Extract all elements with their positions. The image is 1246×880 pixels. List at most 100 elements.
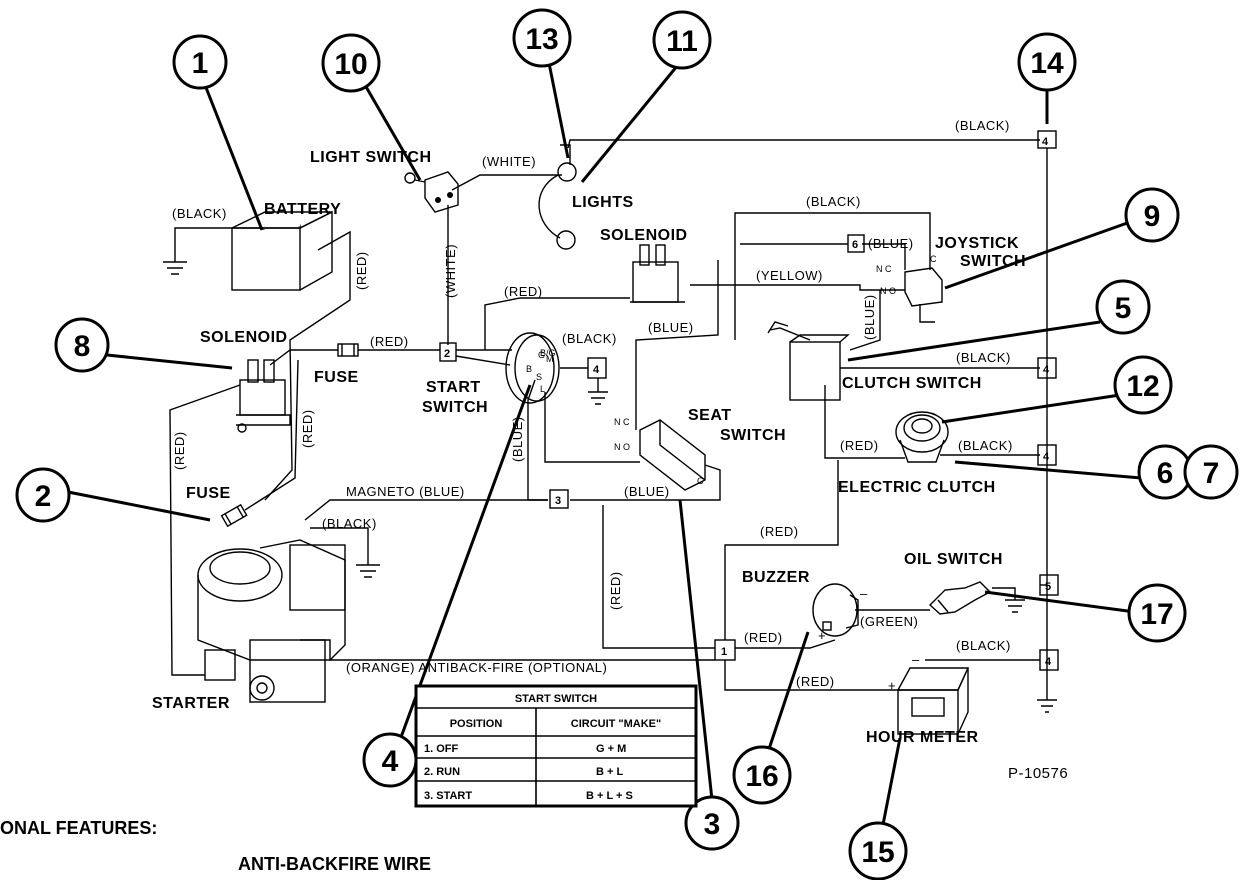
svg-text:C: C bbox=[930, 254, 937, 264]
start-switch-label-line2: SWITCH bbox=[422, 399, 488, 416]
oil-switch-label: OIL SWITCH bbox=[904, 551, 1003, 568]
table-row-3-position: 3. START bbox=[424, 790, 472, 802]
table-header-position: POSITION bbox=[450, 718, 503, 730]
svg-text:2: 2 bbox=[444, 348, 450, 360]
start-switch-shape: G M B S L bbox=[505, 332, 560, 404]
svg-text:G: G bbox=[538, 350, 545, 360]
wire-label-black-electric: (BLACK) bbox=[958, 438, 1013, 453]
svg-text:1: 1 bbox=[192, 47, 209, 80]
callout-15: 15 bbox=[848, 821, 908, 880]
svg-text:4: 4 bbox=[1045, 656, 1052, 668]
joystick-label-line1: JOYSTICK bbox=[935, 235, 1019, 252]
svg-text:12: 12 bbox=[1126, 370, 1159, 403]
wire-label-black-joystick: (BLACK) bbox=[806, 194, 861, 209]
table-row-1-circuit: G + M bbox=[596, 743, 626, 755]
callout-7: 7 bbox=[1183, 444, 1239, 500]
minus-sign-meter: – bbox=[912, 652, 920, 667]
wire-label-black-engine: (BLACK) bbox=[322, 516, 377, 531]
wire-label-blue-solenoid: (BLUE) bbox=[648, 320, 694, 335]
top-solenoid-label: SOLENOID bbox=[600, 227, 688, 244]
wire-label-red-top: (RED) bbox=[504, 284, 543, 299]
top-solenoid-shape bbox=[630, 244, 685, 303]
svg-text:4: 4 bbox=[1043, 364, 1050, 376]
bottom-fuse-shape bbox=[220, 503, 248, 528]
svg-text:4: 4 bbox=[382, 745, 399, 778]
svg-text:13: 13 bbox=[525, 23, 558, 56]
wire-label-red-clutch: (RED) bbox=[840, 438, 879, 453]
svg-text:2: 2 bbox=[35, 480, 52, 513]
left-solenoid-shape bbox=[236, 359, 291, 433]
svg-text:7: 7 bbox=[1203, 457, 1220, 490]
svg-text:N C: N C bbox=[876, 264, 892, 274]
plus-sign-meter: + bbox=[888, 678, 896, 693]
callout-4: 4 bbox=[362, 732, 418, 788]
wire-label-black-top: (BLACK) bbox=[955, 118, 1010, 133]
terminal-6: 6 bbox=[847, 234, 865, 253]
svg-text:6: 6 bbox=[1157, 457, 1174, 490]
wire-label-white-horizontal: (WHITE) bbox=[482, 154, 536, 169]
table-row-2-position: 2. RUN bbox=[424, 766, 460, 778]
wire-label-black-meter: (BLACK) bbox=[956, 638, 1011, 653]
seat-switch-label-line2: SWITCH bbox=[720, 427, 786, 444]
top-fuse-label: FUSE bbox=[314, 369, 359, 386]
svg-text:S: S bbox=[536, 372, 542, 382]
svg-text:N O: N O bbox=[880, 286, 896, 296]
terminal-3: 3 bbox=[549, 489, 569, 509]
callout-leaders bbox=[67, 57, 1166, 841]
svg-text:8: 8 bbox=[74, 330, 91, 363]
wire-label-black-clutch: (BLACK) bbox=[956, 350, 1011, 365]
footer-line-1: ONAL FEATURES: bbox=[0, 818, 157, 838]
terminal-1: 1 bbox=[714, 639, 736, 661]
terminal-5: 5 bbox=[1039, 574, 1059, 596]
hour-meter-label: HOUR METER bbox=[866, 729, 979, 746]
terminal-4-top: 4 bbox=[1037, 130, 1057, 149]
top-fuse-shape bbox=[337, 343, 359, 357]
starter-label: STARTER bbox=[152, 695, 230, 712]
svg-text:5: 5 bbox=[1115, 292, 1132, 325]
wire-label-red-buzzer: (RED) bbox=[744, 630, 783, 645]
seat-switch-shape: N C N O C bbox=[614, 417, 706, 491]
engine-shape bbox=[197, 539, 346, 703]
wire-label-red-solenoid-left: (RED) bbox=[300, 409, 315, 448]
callout-2: 2 bbox=[15, 467, 71, 523]
svg-text:4: 4 bbox=[1042, 136, 1049, 148]
terminal-2: 2 bbox=[439, 342, 457, 362]
terminal-4-meter: 4 bbox=[1039, 649, 1059, 671]
svg-text:N C: N C bbox=[614, 417, 630, 427]
wire-label-red-clutch-down: (RED) bbox=[760, 524, 799, 539]
svg-text:M: M bbox=[546, 354, 554, 364]
svg-text:14: 14 bbox=[1030, 47, 1064, 80]
wire-label-magneto: MAGNETO (BLUE) bbox=[346, 484, 465, 499]
table-header-circuit: CIRCUIT "MAKE" bbox=[571, 718, 661, 730]
plus-sign-buzzer: + bbox=[818, 628, 826, 643]
svg-text:-: - bbox=[262, 224, 265, 234]
hour-meter-shape bbox=[896, 667, 970, 735]
svg-text:B: B bbox=[526, 364, 532, 374]
svg-text:3: 3 bbox=[704, 808, 721, 841]
lights-shape bbox=[538, 144, 577, 250]
callout-13: 13 bbox=[512, 8, 572, 68]
wire-label-blue-vertical-clutch: (BLUE) bbox=[862, 294, 877, 340]
bottom-fuse-label: FUSE bbox=[186, 485, 231, 502]
figure-id: P-10576 bbox=[1008, 765, 1068, 782]
clutch-switch-label: CLUTCH SWITCH bbox=[842, 375, 982, 392]
svg-text:11: 11 bbox=[666, 25, 698, 58]
svg-text:6: 6 bbox=[852, 239, 858, 251]
table-title: START SWITCH bbox=[515, 693, 597, 705]
wire-label-blue-6: (BLUE) bbox=[868, 236, 914, 251]
wire-label-red-vertical-center: (RED) bbox=[608, 571, 623, 610]
svg-text:16: 16 bbox=[745, 760, 778, 793]
lights-label: LIGHTS bbox=[572, 194, 634, 211]
footer-line-2: ANTI-BACKFIRE WIRE bbox=[238, 854, 431, 874]
wire-label-red-battery: (RED) bbox=[354, 251, 369, 290]
callout-10: 10 bbox=[321, 33, 381, 93]
light-switch-label: LIGHT SWITCH bbox=[310, 149, 432, 166]
electric-clutch-label: ELECTRIC CLUTCH bbox=[838, 479, 996, 496]
wire-label-yellow: (YELLOW) bbox=[756, 268, 823, 283]
svg-text:17: 17 bbox=[1140, 598, 1173, 631]
svg-text:3: 3 bbox=[555, 495, 561, 507]
start-switch-terminal-code: B/G bbox=[540, 348, 556, 358]
svg-text:9: 9 bbox=[1144, 200, 1161, 233]
wire-label-red-meter: (RED) bbox=[796, 674, 835, 689]
